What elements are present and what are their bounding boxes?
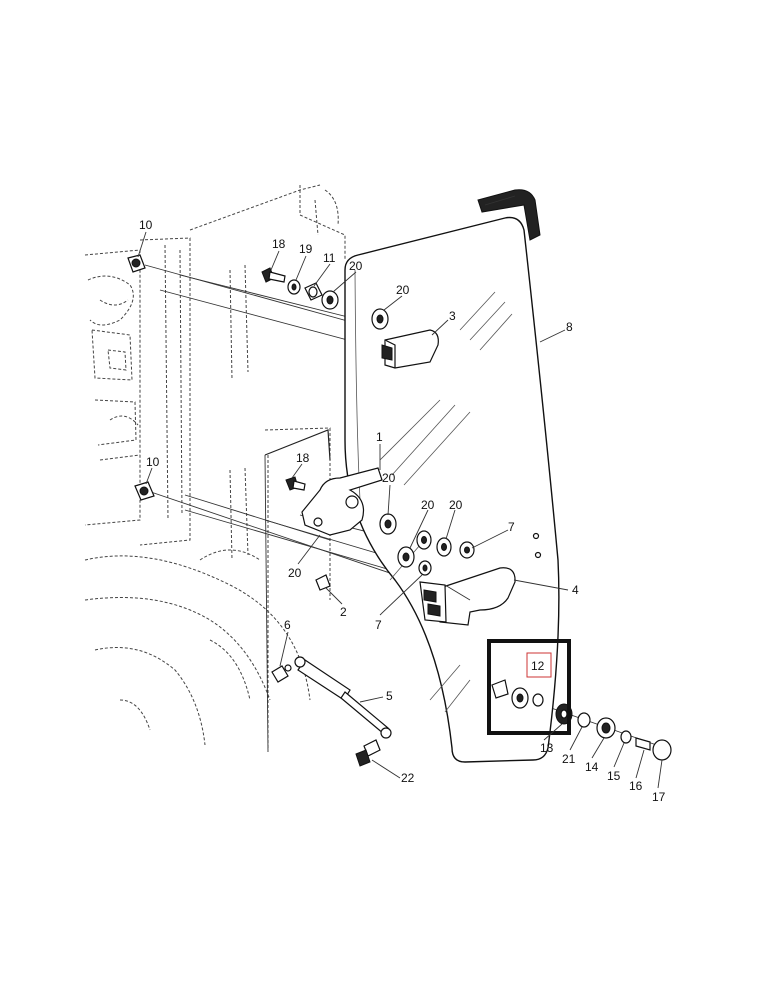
callout-22: 22 <box>401 771 415 785</box>
callout-19: 19 <box>299 242 313 256</box>
callout-7-lower: 7 <box>375 618 382 632</box>
callout-20-f: 20 <box>288 566 302 580</box>
callout-7-right: 7 <box>508 520 515 534</box>
callout-21: 21 <box>562 752 576 766</box>
callout-3: 3 <box>449 309 456 323</box>
cab-frame-line <box>264 429 331 753</box>
callout-14: 14 <box>585 760 599 774</box>
callout-13: 13 <box>540 741 554 755</box>
highlight-box <box>487 639 571 735</box>
weather-strip <box>477 189 541 241</box>
callout-20-b: 20 <box>396 283 410 297</box>
callout-11: 11 <box>323 251 336 265</box>
callout-10-lower: 10 <box>146 455 160 469</box>
callout-labels: 10 18 19 11 20 20 3 8 1 10 18 20 20 20 7… <box>139 218 666 804</box>
callout-16: 16 <box>629 779 643 793</box>
callout-8: 8 <box>566 320 573 334</box>
callout-20-a: 20 <box>349 259 363 273</box>
glass-door-panel <box>344 216 560 763</box>
upper-hinge-group <box>127 254 439 369</box>
callout-15: 15 <box>607 769 621 783</box>
cab-structure-outline <box>84 184 346 750</box>
highlight-label-box <box>526 652 552 678</box>
callout-18-lower: 18 <box>296 451 310 465</box>
callout-6: 6 <box>284 618 291 632</box>
callout-1: 1 <box>376 430 383 444</box>
middle-hinge-group <box>134 467 516 626</box>
callout-17: 17 <box>652 790 666 804</box>
callout-18-upper: 18 <box>272 237 286 251</box>
callout-2: 2 <box>340 605 347 619</box>
callout-12: 12 <box>531 659 545 673</box>
latch-group <box>491 679 672 761</box>
callout-10-upper: 10 <box>139 218 153 232</box>
callout-5: 5 <box>386 689 393 703</box>
leader-lines <box>137 231 663 789</box>
callout-4: 4 <box>572 583 579 597</box>
gas-strut <box>271 656 392 767</box>
callout-20-e: 20 <box>449 498 463 512</box>
callout-20-d: 20 <box>421 498 435 512</box>
callout-20-c: 20 <box>382 471 396 485</box>
